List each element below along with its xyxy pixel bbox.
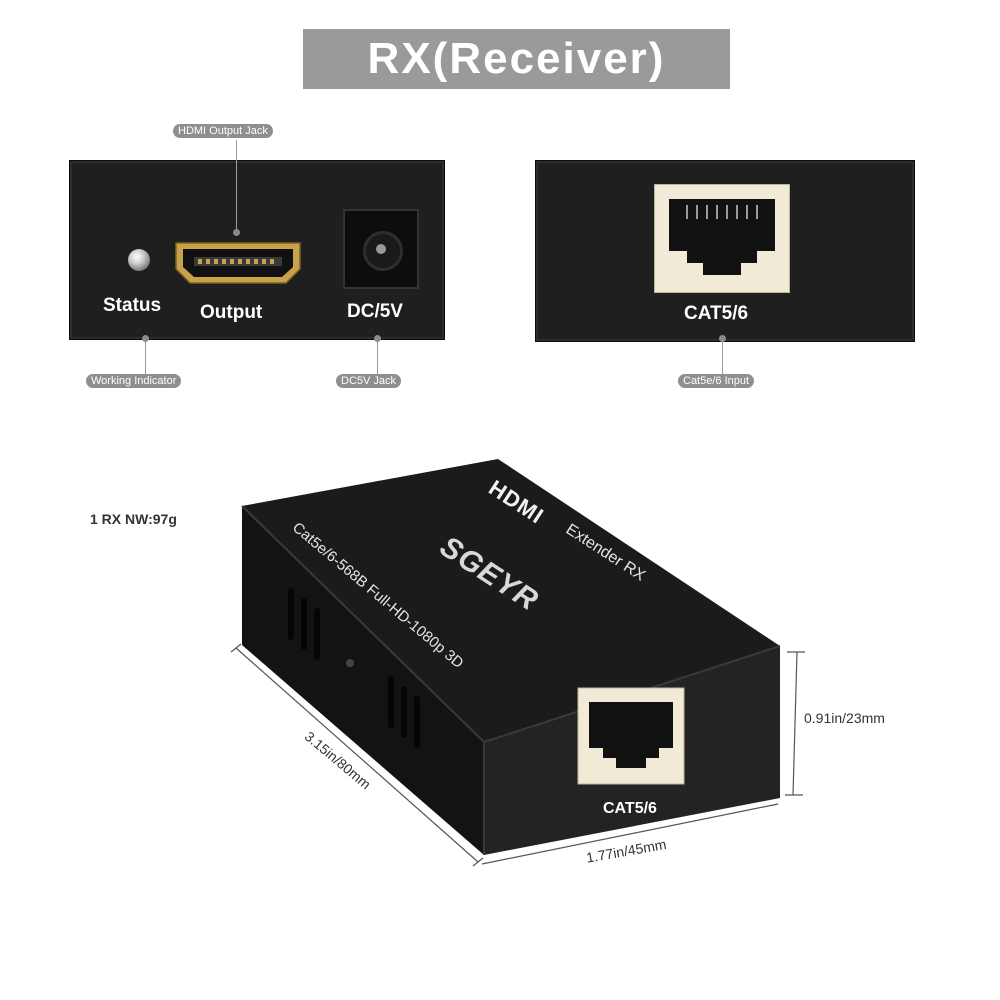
- weight-label: 1 RX NW:97g: [90, 511, 177, 527]
- hdmi-port-icon: [174, 241, 302, 285]
- page-title: RX(Receiver): [367, 34, 666, 83]
- output-label: Output: [200, 302, 263, 323]
- title-banner: RX(Receiver): [303, 29, 730, 89]
- front-port-label: CAT5/6: [603, 800, 657, 817]
- leader-dot: [233, 229, 240, 236]
- leader-line: [722, 340, 723, 374]
- leader-line: [145, 340, 146, 374]
- leader-line: [377, 340, 378, 374]
- callout-cat-input: Cat5e/6 Input: [678, 374, 755, 388]
- cat-label: CAT5/6: [684, 303, 749, 324]
- leader-line: [236, 140, 237, 232]
- dc-label: DC/5V: [347, 301, 403, 322]
- leader-dot: [374, 335, 381, 342]
- callout-hdmi-output-jack: HDMI Output Jack: [173, 124, 273, 138]
- leader-dot: [142, 335, 149, 342]
- callout-dc-jack: DC5V Jack: [336, 374, 402, 388]
- leader-dot: [719, 335, 726, 342]
- status-led-icon: [128, 249, 150, 271]
- status-label: Status: [103, 295, 162, 316]
- back-panel: CAT5/6: [535, 160, 915, 342]
- dimension-height: 0.91in/23mm: [804, 710, 885, 726]
- front-panel: Status Output DC/5V: [69, 160, 445, 340]
- rj45-port-icon: [654, 184, 790, 293]
- dc-jack-icon: [343, 209, 419, 289]
- callout-working-indicator: Working Indicator: [86, 374, 182, 388]
